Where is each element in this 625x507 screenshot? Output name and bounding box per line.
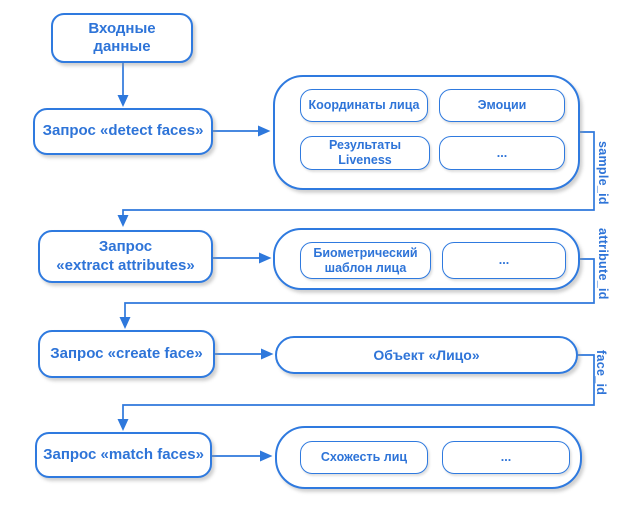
node-detect-faces: Запрос «detect faces» [33,108,213,155]
results-extract-container: Биометрический шаблон лица ... [273,228,580,290]
result-extract-ellipsis: ... [442,242,566,279]
result-liveness: Результаты Liveness [300,136,430,170]
arrowhead-detect-results [258,125,271,137]
result-emotions: Эмоции [439,89,565,122]
edge-label-attribute-id: attribute_id [596,228,610,300]
arrowhead-input-detect [117,95,129,107]
results-detect-container: Координаты лица Эмоции Результаты Livene… [273,75,580,190]
node-input-data: Входные данные [51,13,193,63]
result-face-coordinates: Координаты лица [300,89,428,122]
arrowhead-sample-id [117,215,129,227]
result-face-similarity: Схожесть лиц [300,441,428,474]
arrowhead-face-id [117,419,129,431]
arrowhead-attribute-id [119,317,131,329]
results-match-container: Схожесть лиц ... [275,426,582,489]
result-detect-ellipsis: ... [439,136,565,170]
result-match-ellipsis: ... [442,441,570,474]
node-create-face: Запрос «create face» [38,330,215,378]
arrowhead-create-results [261,348,274,360]
arrowhead-extract-results [259,252,272,264]
edge-label-sample-id: sample_id [596,141,610,205]
edge-label-face-id: face_id [594,350,608,396]
results-create-container: Объект «Лицо» [275,336,578,374]
node-extract-attributes: Запрос «extract attributes» [38,230,213,283]
arrowhead-match-results [260,450,273,462]
result-face-object: Объект «Лицо» [373,347,480,363]
result-biometric-template: Биометрический шаблон лица [300,242,431,279]
node-match-faces: Запрос «match faces» [35,432,212,478]
